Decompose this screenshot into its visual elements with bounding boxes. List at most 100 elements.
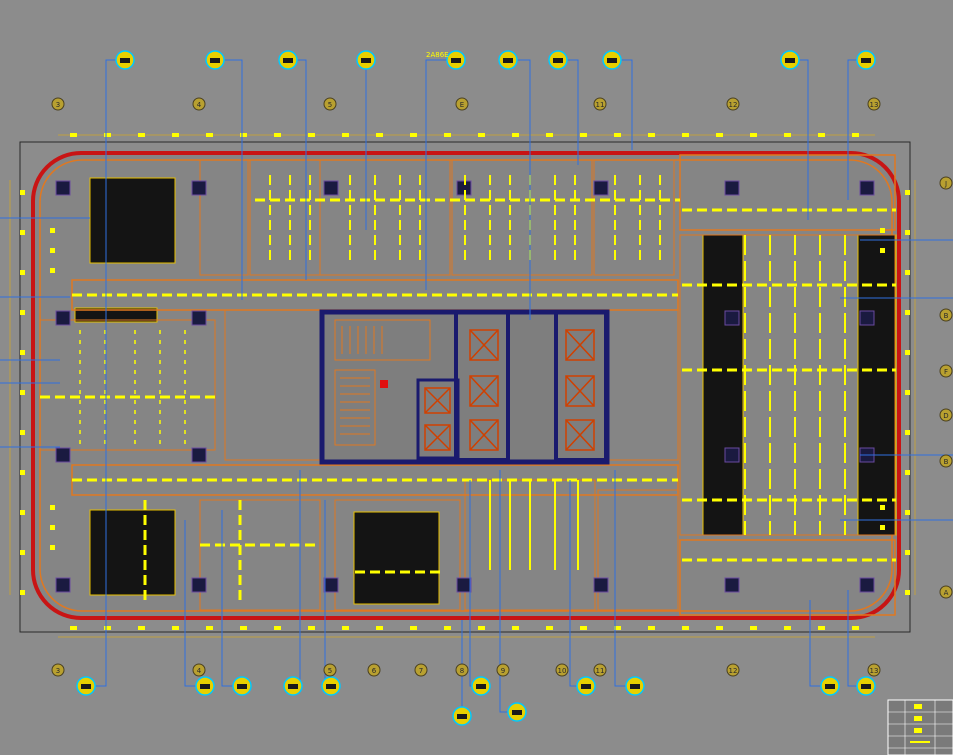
- light-dot: [20, 590, 25, 595]
- light-dot: [410, 626, 417, 630]
- light-dot: [172, 626, 179, 630]
- light-dot: [614, 133, 621, 137]
- grid-bubble-bottom-label: 4: [197, 667, 202, 675]
- grid-bubble-top-circle: [192, 97, 206, 111]
- grid-bubble-top-circle: [51, 97, 65, 111]
- light-dot: [580, 133, 587, 137]
- light-dot: [20, 310, 25, 315]
- grid-bubble-bottom-label: 7: [419, 667, 423, 675]
- section-tag-body: [451, 58, 461, 63]
- light-dot: [905, 550, 910, 555]
- section-tag-body: [512, 710, 522, 715]
- light-dot: [20, 470, 25, 475]
- grid-bubble-top-label: 3: [56, 101, 60, 109]
- grid-bubble-right-circle: [939, 454, 953, 468]
- section-tag-body: [120, 58, 130, 63]
- section-tag-body: [825, 684, 835, 689]
- light-dot: [444, 133, 451, 137]
- light-dot: [784, 626, 791, 630]
- light-dot: [240, 626, 247, 630]
- light-dot: [580, 626, 587, 630]
- light-dot: [206, 626, 213, 630]
- light-dot: [905, 270, 910, 275]
- light-dot: [818, 133, 825, 137]
- light-dot: [376, 133, 383, 137]
- light-dot: [880, 525, 885, 530]
- light-dot: [905, 350, 910, 355]
- section-tag-body: [81, 684, 91, 689]
- linear-light-strips: [40, 175, 896, 600]
- section-tag-body: [283, 58, 293, 63]
- light-dot: [342, 133, 349, 137]
- grid-bubble-top-circle: [323, 97, 337, 111]
- light-dot: [905, 310, 910, 315]
- light-dot: [682, 626, 689, 630]
- grid-bubble-bottom-circle: [555, 663, 569, 677]
- grid-bubble-bottom-circle: [192, 663, 206, 677]
- light-dot: [20, 430, 25, 435]
- light-dot: [905, 190, 910, 195]
- section-tag-body: [210, 58, 220, 63]
- light-dot: [880, 228, 885, 233]
- light-dot: [70, 626, 77, 630]
- light-dot: [880, 248, 885, 253]
- grid-bubble-bottom-circle: [414, 663, 428, 677]
- light-dot: [410, 133, 417, 137]
- light-dot: [852, 133, 859, 137]
- light-dot: [206, 133, 213, 137]
- grid-bubble-bottom-label: 5: [328, 667, 332, 675]
- section-tag-body: [503, 58, 513, 63]
- grid-bubble-right-circle: [939, 408, 953, 422]
- grid-bubble-right-circle: [939, 364, 953, 378]
- light-dot: [750, 133, 757, 137]
- grid-bubble-right-label: B: [944, 458, 949, 466]
- light-dot: [50, 228, 55, 233]
- grid-bubble-bottom-label: 11: [596, 667, 605, 675]
- grid-bubble-bottom-label: 9: [501, 667, 505, 675]
- section-tag-body: [861, 684, 871, 689]
- grid-bubble-bottom-label: 13: [870, 667, 879, 675]
- legend-table: [887, 699, 953, 755]
- section-tag-body: [553, 58, 563, 63]
- grid-bubble-top-label: E: [460, 101, 464, 109]
- light-dot: [905, 390, 910, 395]
- section-tag-body: [361, 58, 371, 63]
- light-dot: [50, 525, 55, 530]
- section-tag-body: [581, 684, 591, 689]
- light-dot: [905, 230, 910, 235]
- light-dot: [880, 505, 885, 510]
- light-dot: [750, 626, 757, 630]
- light-dot: [308, 133, 315, 137]
- light-dot: [905, 470, 910, 475]
- section-tag-body: [200, 684, 210, 689]
- central-core: [319, 309, 610, 465]
- grid-bubble-top-label: 4: [197, 101, 202, 109]
- elevator-cars: [424, 329, 595, 451]
- section-tag-body: [607, 58, 617, 63]
- light-dot: [172, 133, 179, 137]
- light-dot: [20, 270, 25, 275]
- top-tag-text: 2A86E: [426, 51, 449, 59]
- grid-bubble-right-label: F: [944, 368, 948, 376]
- grid-bubble-bottom-circle: [867, 663, 881, 677]
- grid-bubble-right-label: J: [944, 180, 947, 188]
- light-dot: [512, 626, 519, 630]
- grid-bubble-bottom-circle: [367, 663, 381, 677]
- light-dot: [104, 626, 111, 630]
- section-tag-body: [476, 684, 486, 689]
- section-tag-body: [288, 684, 298, 689]
- grid-bubble-top-circle: [726, 97, 740, 111]
- light-dot: [716, 133, 723, 137]
- light-dot: [905, 590, 910, 595]
- light-dot: [20, 230, 25, 235]
- grid-bubble-bottom-circle: [593, 663, 607, 677]
- section-tag-body: [861, 58, 871, 63]
- section-tag-body: [326, 684, 336, 689]
- light-dot: [546, 133, 553, 137]
- grid-bubble-top-label: 5: [328, 101, 332, 109]
- light-dot: [478, 626, 485, 630]
- light-dot: [905, 430, 910, 435]
- section-tag-body: [785, 58, 795, 63]
- light-dot: [648, 133, 655, 137]
